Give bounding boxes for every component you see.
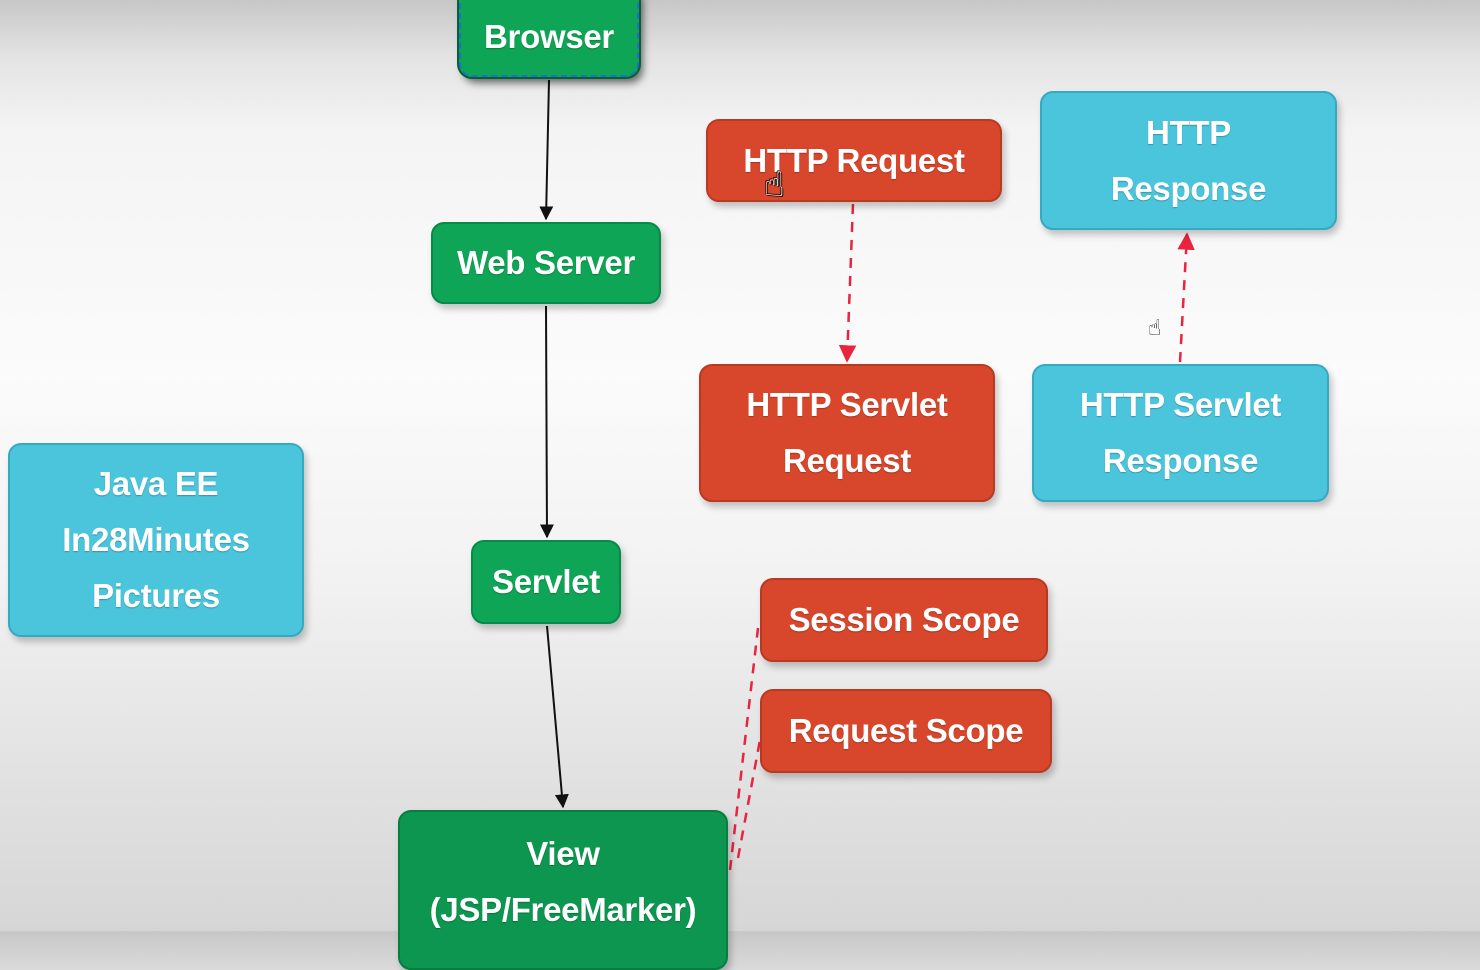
node-java-ee-line2: In28Minutes xyxy=(62,521,250,558)
node-request-scope-label: Request Scope xyxy=(788,712,1024,749)
node-http-servlet-response-line1: HTTP Servlet xyxy=(1079,386,1282,423)
node-browser[interactable]: Browser xyxy=(459,0,639,77)
node-http-servlet-request-line2: Request xyxy=(782,442,912,479)
node-http-response-line2: Response xyxy=(1110,169,1267,207)
node-request-scope[interactable]: Request Scope xyxy=(760,689,1052,773)
node-java-ee-pictures[interactable]: Java EE In28Minutes Pictures xyxy=(8,443,304,637)
hand-pointer-icon: ☝ xyxy=(764,165,785,205)
node-http-servlet-request-line1: HTTP Servlet xyxy=(746,386,948,423)
node-view-line2: (JSP/FreeMarker) xyxy=(429,891,697,928)
node-http-request[interactable]: HTTP Request xyxy=(706,119,1002,202)
edge-view-to-request-scope xyxy=(736,739,762,859)
hand-pointer-icon: ☝ xyxy=(1148,316,1162,341)
node-java-ee-text: Java EE In28Minutes Pictures xyxy=(62,456,250,624)
node-http-servlet-response[interactable]: HTTP Servlet Response xyxy=(1032,364,1329,502)
node-view-text: View (JSP/FreeMarker) xyxy=(430,826,697,938)
diagram-canvas: Browser Web Server Servlet View (JSP/Fre… xyxy=(8,0,1337,970)
node-http-response-line1: HTTP xyxy=(1146,113,1231,151)
node-session-scope-label: Session Scope xyxy=(788,601,1020,638)
node-view-line1: View xyxy=(526,835,600,872)
node-web-server[interactable]: Web Server xyxy=(431,222,661,304)
node-http-servlet-request-text: HTTP Servlet Request xyxy=(746,377,948,489)
edge-servlet-to-view xyxy=(546,625,569,809)
node-http-servlet-response-text: HTTP Servlet Response xyxy=(1079,377,1282,489)
edge-http-servlet-response-to-http-response xyxy=(1177,232,1195,363)
node-http-request-label: HTTP Request xyxy=(743,141,965,179)
node-http-servlet-response-line2: Response xyxy=(1102,442,1259,479)
edge-http-request-to-http-servlet-request xyxy=(838,203,857,363)
edge-browser-to-web-server xyxy=(539,79,554,221)
node-java-ee-line3: Pictures xyxy=(92,577,220,614)
node-browser-label: Browser xyxy=(484,17,614,55)
node-java-ee-line1: Java EE xyxy=(93,465,219,502)
edge-web-server-to-servlet xyxy=(539,305,554,539)
diagram-edges xyxy=(539,79,1195,871)
node-web-server-label: Web Server xyxy=(457,244,635,281)
node-servlet[interactable]: Servlet xyxy=(471,540,621,624)
node-view[interactable]: View (JSP/FreeMarker) xyxy=(398,810,728,970)
node-servlet-label: Servlet xyxy=(492,563,600,600)
node-http-response-text: HTTP Response xyxy=(1110,105,1267,217)
node-http-response[interactable]: HTTP Response xyxy=(1040,91,1337,230)
node-http-servlet-request[interactable]: HTTP Servlet Request xyxy=(699,364,995,502)
edge-view-to-session-scope xyxy=(728,627,760,871)
node-session-scope[interactable]: Session Scope xyxy=(760,578,1048,662)
